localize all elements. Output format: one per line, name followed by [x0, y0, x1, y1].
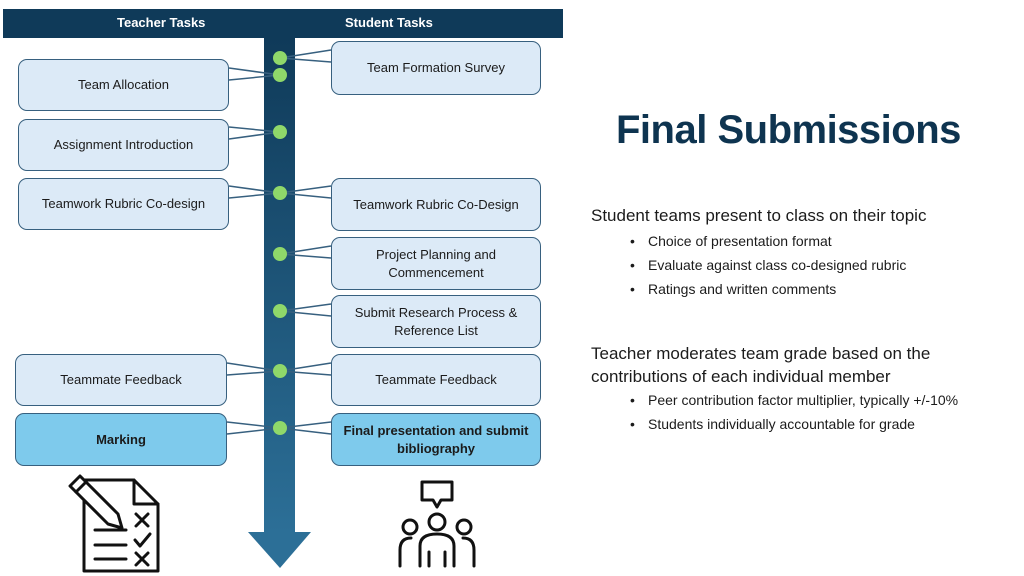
connector-line [226, 427, 281, 435]
student-task-teammate-feedback: Teammate Feedback [331, 354, 541, 406]
connector-line [226, 421, 281, 429]
connector-line [279, 57, 332, 63]
connector-line [226, 370, 281, 376]
student-tasks-header: Student Tasks [345, 15, 433, 30]
connector-line [279, 370, 332, 376]
section2-bullet-list: Peer contribution factor multiplier, typ… [630, 391, 1000, 434]
teacher-task-assignment-introduction: Assignment Introduction [18, 119, 229, 171]
student-task-project-planning: Project Planning and Commencement [331, 237, 541, 290]
slide-title: Final Submissions [616, 108, 961, 152]
timeline-arrow-head [248, 532, 311, 568]
group-discussion-icon [398, 480, 476, 568]
connector-line [279, 185, 332, 194]
timeline-node [273, 247, 287, 261]
list-item: Peer contribution factor multiplier, typ… [630, 391, 1000, 410]
connector-line [279, 245, 332, 255]
connector-line [279, 303, 332, 312]
connector-line [228, 192, 281, 199]
teacher-task-teammate-feedback: Teammate Feedback [15, 354, 227, 406]
section1-bullet-list: Choice of presentation format Evaluate a… [630, 229, 906, 301]
teacher-task-team-allocation: Team Allocation [18, 59, 229, 111]
student-task-final-presentation: Final presentation and submit bibliograp… [331, 413, 541, 466]
connector-line [279, 421, 332, 429]
timeline-arrow-shaft [264, 38, 295, 532]
timeline-node [273, 421, 287, 435]
section2-heading-line2: contributions of each individual member [591, 367, 891, 386]
connector-line [279, 192, 332, 199]
list-item: Choice of presentation format [630, 229, 906, 253]
student-task-team-formation-survey: Team Formation Survey [331, 41, 541, 95]
connector-line [279, 310, 332, 317]
student-task-research-process: Submit Research Process & Reference List [331, 295, 541, 348]
connector-line [228, 131, 281, 140]
student-task-rubric-co-design: Teamwork Rubric Co-Design [331, 178, 541, 231]
timeline-node [273, 186, 287, 200]
list-item: Evaluate against class co-designed rubri… [630, 253, 906, 277]
teacher-tasks-header: Teacher Tasks [117, 15, 206, 30]
connector-line [228, 74, 281, 81]
teacher-task-marking: Marking [15, 413, 227, 466]
teacher-task-rubric-co-design: Teamwork Rubric Co-design [18, 178, 229, 230]
list-item: Students individually accountable for gr… [630, 415, 1000, 434]
connector-line [279, 427, 332, 435]
timeline-node [273, 304, 287, 318]
timeline-node [273, 68, 287, 82]
connector-line [279, 253, 332, 259]
section2-heading-line1: Teacher moderates team grade based on th… [591, 344, 931, 363]
connector-line [279, 362, 332, 372]
connector-line [226, 362, 281, 372]
timeline-node [273, 51, 287, 65]
checklist-pencil-icon [68, 474, 160, 573]
timeline-header-bar [3, 9, 563, 38]
connector-line [228, 126, 281, 133]
section1-heading: Student teams present to class on their … [591, 206, 927, 225]
connector-line [228, 185, 281, 194]
connector-line [228, 67, 281, 76]
list-item: Ratings and written comments [630, 277, 906, 301]
timeline-node [273, 125, 287, 139]
connector-line [279, 49, 332, 59]
timeline-node [273, 364, 287, 378]
